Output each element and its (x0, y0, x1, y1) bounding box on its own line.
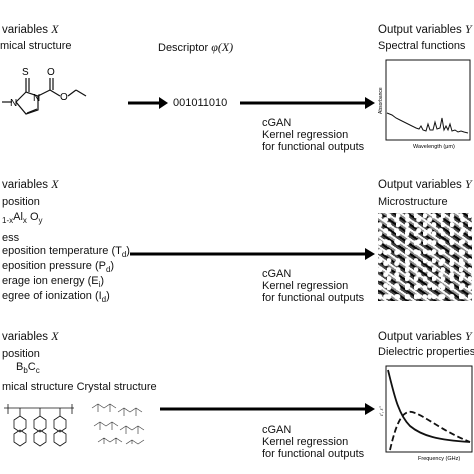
process-label: ess (2, 232, 20, 244)
dielectric-y-label: ε′, ε″ (380, 405, 385, 416)
polymer-structure (4, 404, 74, 447)
molecule-structure: S N N O O (2, 67, 87, 115)
dielectric-x-label: Frequency (GHz) (418, 456, 460, 462)
atom-sulfur: S (22, 67, 29, 78)
epsilon-real-curve (387, 369, 471, 443)
method-functional-2: for functional outputs (262, 292, 365, 304)
dielectric-plot: ε′, ε″ Frequency (GHz) (380, 365, 473, 462)
atom-nitrogen-1: N (33, 93, 40, 104)
input-variables-header: variables X (2, 22, 59, 37)
composition-formula-3: BbCc (16, 361, 40, 376)
input-variables-header-2: variables X (2, 177, 59, 192)
spectrum-x-label: Wavelength (μm) (413, 144, 455, 150)
param-ion-energy: erage ion energy (Ei) (2, 275, 105, 290)
method-cgan-2: cGAN (262, 268, 292, 280)
atom-oxygen-ester: O (60, 92, 68, 103)
spectrum-y-label: Absorbance (378, 87, 384, 114)
chemical-structure-label: mical structure (0, 40, 72, 52)
method-kernel-3: Kernel regression (262, 436, 349, 448)
method-kernel-1: Kernel regression (262, 129, 349, 141)
arrow-to-output-1 (240, 97, 375, 109)
descriptor-value: 001011010 (173, 97, 228, 109)
arrow-to-descriptor (128, 97, 168, 109)
method-cgan-3: cGAN (262, 424, 292, 436)
descriptor-label: Descriptor φ(X) (158, 40, 234, 55)
atom-oxygen-carbonyl: O (47, 67, 55, 78)
microstructure-image (378, 213, 472, 301)
composition-label-2: position (2, 196, 40, 208)
method-functional-1: for functional outputs (262, 141, 365, 153)
spectrum-plot: Absorbance Wavelength (μm) (378, 59, 471, 150)
epsilon-imag-curve (389, 411, 471, 451)
output-variables-header-3: Output variables Y (378, 329, 472, 344)
input-variables-header-3: variables X (2, 329, 59, 344)
param-pressure: eposition pressure (Pd) (2, 260, 115, 275)
atom-nitrogen-2: N (10, 98, 17, 109)
method-kernel-2: Kernel regression (262, 280, 349, 292)
spectral-functions-label: Spectral functions (378, 40, 466, 52)
microstructure-label: Microstructure (378, 196, 448, 208)
param-temperature: eposition temperature (Td) (2, 245, 130, 260)
method-cgan-1: cGAN (262, 117, 292, 129)
dielectric-properties-label: Dielectric properties (378, 346, 474, 358)
output-variables-header-2: Output variables Y (378, 177, 472, 192)
method-functional-3: for functional outputs (262, 448, 365, 460)
arrow-to-output-2 (130, 248, 375, 260)
structure-label: mical structure Crystal structure (2, 381, 157, 393)
crystal-structure (91, 403, 145, 445)
composition-formula-2: 1-xAlx Oy (2, 211, 43, 226)
param-ionization: egree of ionization (Id) (2, 290, 110, 305)
arrow-to-output-3 (160, 403, 375, 415)
composition-label-3: position (2, 348, 40, 360)
output-variables-header-1: Output variables Y (378, 22, 472, 37)
